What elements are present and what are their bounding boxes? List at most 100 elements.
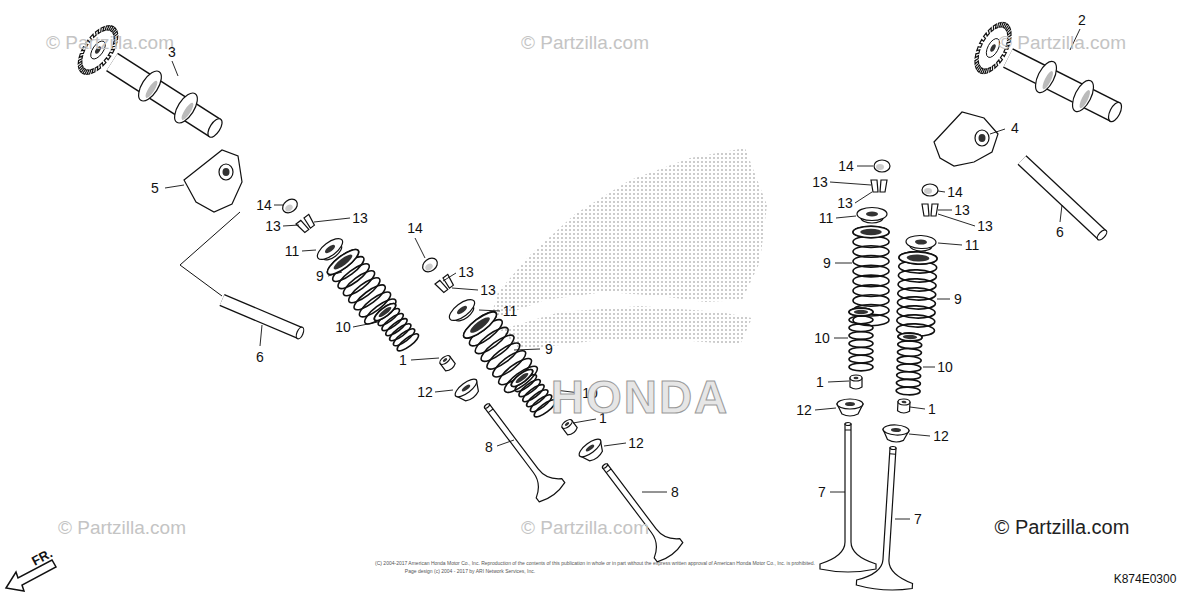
watermark: © Partzilla.com [998,33,1126,52]
leader-line [328,272,342,276]
retainer-hole [915,239,927,245]
callout-number: 7 [914,512,922,526]
callout-number: 1 [816,375,824,389]
callout-number: 12 [628,436,644,450]
valve-groove [890,453,896,454]
spring-coil [478,331,518,365]
spring-coil [391,326,417,348]
spring-coil [524,387,550,409]
cam-lobe-shade [144,79,160,99]
leader-line [274,205,283,206]
watermark: © Partzilla.com [46,33,174,52]
leader-line [514,349,540,350]
callout-number: 14 [838,159,854,173]
leader-line [937,299,950,300]
leader-line [314,218,350,222]
callout-number: 13 [480,283,496,297]
spring-coil [897,364,921,373]
direction-label: FR. [30,546,55,567]
pin-end [1096,228,1109,241]
spring-coil [853,226,889,238]
spring-coil-top [853,226,889,238]
valve-body [592,456,684,564]
callout-number: 9 [823,256,831,270]
rocker-bore [975,130,989,146]
spring-coil [899,251,937,264]
shaft-body [1008,58,1115,112]
callout-number: 14 [407,221,423,235]
pin-end [295,326,305,340]
leader-line [990,129,1005,134]
spring-coil-top [899,251,937,264]
exhaust-valve [820,423,876,573]
inner-valve-spring [896,333,922,395]
leader-line [165,185,184,188]
callout-number: 7 [818,485,826,499]
shim-face [922,184,938,196]
stem-seal [560,418,578,436]
spring-coil [484,339,524,373]
spring-coil [849,316,873,324]
leader-line [834,338,848,339]
inner-valve-spring [372,301,421,354]
logo-text: HONDA [551,374,730,420]
fine-print: Page design (c) 2004 - 2017 by ARI Netwo… [405,569,535,574]
valve-shim [420,255,440,274]
rocker-shaft [1022,160,1108,242]
cotter-half [303,214,316,228]
callout-number: 11 [965,238,980,252]
seal-top [438,354,451,366]
rocker-arm [934,112,998,166]
spring-coil [849,363,873,371]
leader-line [855,192,872,203]
spring-coil [898,340,922,349]
valve-body [820,424,876,572]
assembly-bracket [180,212,240,296]
callout-number: 9 [954,292,962,306]
leader-line [828,381,849,382]
spring-coil [361,295,399,328]
leader-line [830,182,871,185]
leader-line [815,408,836,410]
leader-line [479,310,500,311]
rocker-bore-hole [223,168,230,176]
retainer-top [446,296,478,324]
rocker-body [934,112,998,166]
spring-inner [514,371,529,384]
valve-shim [280,196,300,215]
seat-top [577,436,604,460]
leader-line [938,191,945,192]
callout-number: 3 [168,45,176,59]
spring-coil [849,347,873,355]
pin-body [1022,160,1102,235]
callout-number: 12 [796,403,812,417]
cam-lobe [134,67,166,104]
leader-line [909,434,930,436]
spring-coil [849,355,873,363]
spring-coil [849,332,873,340]
seal-top [850,375,862,381]
valve-cotter [922,204,938,216]
shim-shade [424,262,434,272]
shaft-outline [1008,58,1115,112]
callout-number: 11 [285,244,300,258]
leader-line [857,166,873,167]
outer-valve-spring [324,246,399,328]
valve-tip [890,446,896,449]
valve-tip [845,423,851,426]
callout-number: 11 [503,304,518,318]
spring-inner [332,252,354,271]
valve-shim [922,184,938,196]
seat-hole [585,443,595,452]
seat-top [837,399,863,409]
callout-number: 9 [545,342,553,356]
leader-line [452,288,478,290]
leader-line [835,263,852,264]
callout-number: 12 [417,385,433,399]
leader-line [938,243,962,245]
callout-number: 13 [837,196,853,210]
cam-lobe [1031,58,1061,96]
leader-line [283,225,299,226]
shim-face [280,196,300,215]
